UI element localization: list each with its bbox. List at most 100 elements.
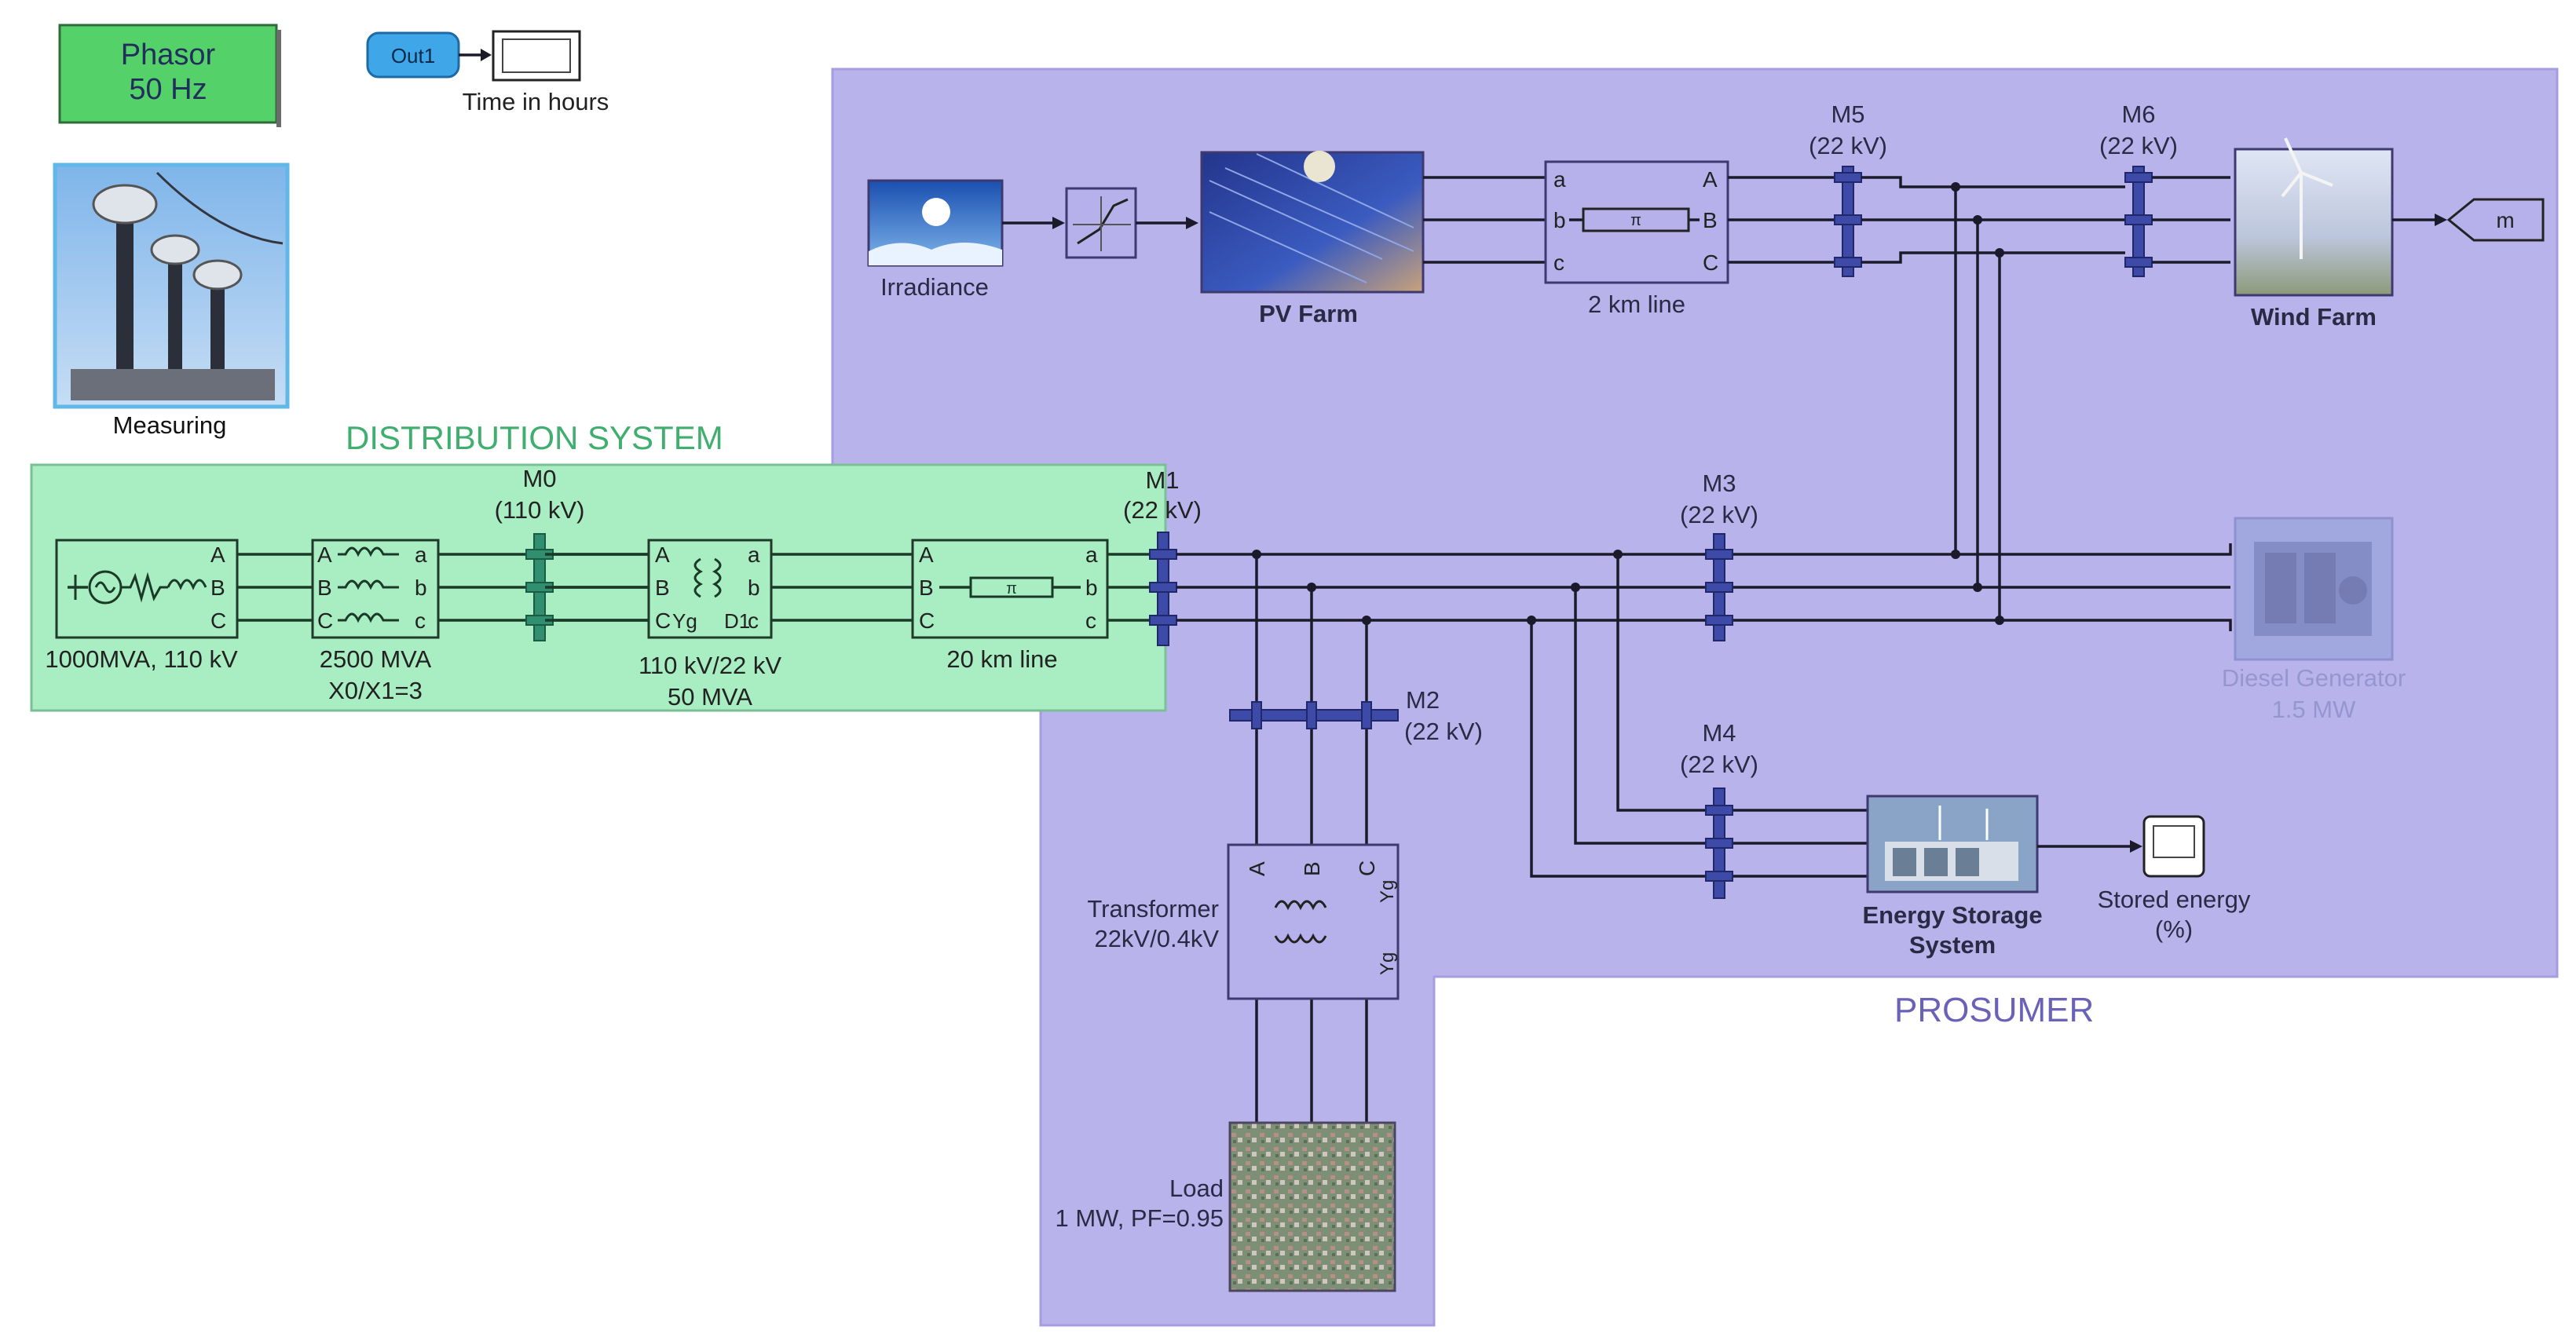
irradiance-block[interactable]: Irradiance xyxy=(867,179,1004,301)
svg-text:A: A xyxy=(919,543,934,567)
svg-text:c: c xyxy=(748,608,759,633)
transformer-22-label-1: Transformer xyxy=(1087,895,1219,923)
transformer-22-winding-lower: Yg xyxy=(1377,952,1398,975)
irradiance-label: Irradiance xyxy=(880,273,989,301)
solver-mode-label: Phasor xyxy=(121,38,216,71)
scope-label-2: (%) xyxy=(2155,915,2193,943)
svg-text:C: C xyxy=(317,608,333,633)
ess-label-2: System xyxy=(1909,931,1996,959)
impedance-label-2: X0/X1=3 xyxy=(328,677,423,704)
lookup-table-block[interactable] xyxy=(1065,187,1137,259)
svg-text:B: B xyxy=(317,575,332,600)
measuring-caption: Measuring xyxy=(113,411,227,439)
svg-text:B: B xyxy=(655,575,670,600)
bus-m1-voltage: (22 kV) xyxy=(1123,496,1202,524)
pv-farm-block[interactable]: PV Farm xyxy=(1200,151,1425,327)
svg-text:b: b xyxy=(415,575,427,600)
stored-energy-scope[interactable]: Stored energy (%) xyxy=(2098,815,2251,943)
bus-m4[interactable]: M4 (22 kV) xyxy=(1680,719,1758,899)
sun-icon xyxy=(922,198,950,226)
transformer-22-label-2: 22kV/0.4kV xyxy=(1094,925,1219,952)
load-label-1: Load xyxy=(1169,1175,1224,1202)
solar-panel-icon xyxy=(1209,153,1414,283)
svg-text:B: B xyxy=(919,575,934,600)
source-port-a: A xyxy=(210,543,225,567)
source-block-1000mva[interactable]: A B C 1000MVA, 110 kV xyxy=(45,539,239,673)
transformer-110-22-block[interactable]: ABC abc Yg D1 110 kV/22 kV 50 MVA xyxy=(639,539,781,711)
bus-m5-name: M5 xyxy=(1831,100,1864,128)
bus-m2-voltage: (22 kV) xyxy=(1404,718,1483,745)
transformer-22-winding-upper: Yg xyxy=(1377,880,1398,903)
time-in-hours-group[interactable]: Out1 Time in hours xyxy=(366,30,609,115)
load-block[interactable]: Load 1 MW, PF=0.95 xyxy=(1055,1121,1396,1292)
svg-text:A: A xyxy=(1245,861,1269,876)
pi-section-2km-icon xyxy=(1582,207,1690,232)
bus-m5-voltage: (22 kV) xyxy=(1809,132,1887,159)
battery-storage-icon xyxy=(1885,806,2018,881)
wind-farm-label: Wind Farm xyxy=(2251,303,2377,331)
line-20km-block[interactable]: ABC abc π 20 km line xyxy=(911,539,1109,673)
load-label-2: 1 MW, PF=0.95 xyxy=(1055,1204,1224,1232)
transformer-secondary-winding: D1 xyxy=(724,609,750,633)
powergui-phasor-block[interactable]: Phasor 50 Hz xyxy=(58,24,281,127)
resistor-icon xyxy=(121,572,168,603)
svg-text:a: a xyxy=(415,543,427,567)
ess-label-1: Energy Storage xyxy=(1862,901,2042,929)
svg-text:c: c xyxy=(415,608,426,633)
bus-m6[interactable]: M6 (22 kV) xyxy=(2099,100,2178,277)
bus-m5[interactable]: M5 (22 kV) xyxy=(1809,100,1887,277)
bus-m3[interactable]: M3 (22 kV) xyxy=(1680,470,1758,641)
distribution-title: DISTRIBUTION SYSTEM xyxy=(346,419,723,456)
pv-farm-label: PV Farm xyxy=(1259,300,1358,327)
svg-text:b: b xyxy=(1553,208,1566,232)
svg-text:a: a xyxy=(748,543,760,567)
svg-text:C: C xyxy=(1703,250,1718,275)
insulator-icon xyxy=(71,171,284,400)
engine-icon xyxy=(2254,542,2372,636)
bus-m4-voltage: (22 kV) xyxy=(1680,751,1758,778)
bus-m4-name: M4 xyxy=(1702,719,1736,747)
transformer-22-04-block[interactable]: A B C Yg Yg Transformer 22kV/0.4kV xyxy=(1087,843,1400,1000)
line-20km-label: 20 km line xyxy=(946,645,1057,673)
bus-m6-name: M6 xyxy=(2121,100,2155,128)
transformer-110-label-2: 50 MVA xyxy=(668,683,752,711)
bus-m3-voltage: (22 kV) xyxy=(1680,501,1758,528)
bus-m2[interactable]: M2 (22 kV) xyxy=(1229,686,1483,745)
bus-m0-voltage: (110 kV) xyxy=(495,496,585,524)
impedance-label-1: 2500 MVA xyxy=(320,645,432,673)
svg-text:b: b xyxy=(1085,575,1098,600)
energy-storage-block[interactable]: Energy Storage System xyxy=(1862,795,2043,959)
svg-text:b: b xyxy=(748,575,760,600)
source-port-c: C xyxy=(210,608,226,633)
wind-farm-block[interactable]: Wind Farm xyxy=(2234,137,2394,331)
wind-turbine-icon xyxy=(2281,137,2333,259)
mutual-impedance-block[interactable]: ABC abc 2500 MVA X0/X1=3 xyxy=(311,539,440,704)
measuring-block[interactable]: Measuring xyxy=(53,163,290,439)
svg-text:C: C xyxy=(655,608,671,633)
svg-text:B: B xyxy=(1703,208,1718,232)
diesel-label-1: Diesel Generator xyxy=(2222,664,2406,692)
inductor-icon xyxy=(166,579,207,590)
svg-text:A: A xyxy=(317,543,332,567)
source-label: 1000MVA, 110 kV xyxy=(45,645,238,673)
prosumer-title: PROSUMER xyxy=(1894,991,2094,1029)
svg-text:a: a xyxy=(1553,167,1566,192)
svg-text:A: A xyxy=(1703,167,1718,192)
line-2km-block[interactable]: abc ABC π 2 km line xyxy=(1544,160,1729,318)
svg-text:A: A xyxy=(655,543,670,567)
coil-icon xyxy=(338,546,399,623)
bus-m1[interactable]: M1 (22 kV) xyxy=(1123,466,1202,646)
solver-frequency-label: 50 Hz xyxy=(129,73,207,106)
source-port-b: B xyxy=(210,575,225,600)
diesel-generator-block[interactable]: Diesel Generator 1.5 MW xyxy=(2222,517,2406,723)
curve-icon xyxy=(1077,198,1129,245)
line-2km-label: 2 km line xyxy=(1588,290,1685,318)
goto-tag-m[interactable]: m xyxy=(2446,198,2545,242)
svg-text:B: B xyxy=(1300,861,1324,876)
svg-text:c: c xyxy=(1085,608,1096,633)
goto-tag-label: m xyxy=(2496,208,2514,232)
out1-port-label: Out1 xyxy=(391,44,435,68)
time-display-caption: Time in hours xyxy=(463,88,609,115)
